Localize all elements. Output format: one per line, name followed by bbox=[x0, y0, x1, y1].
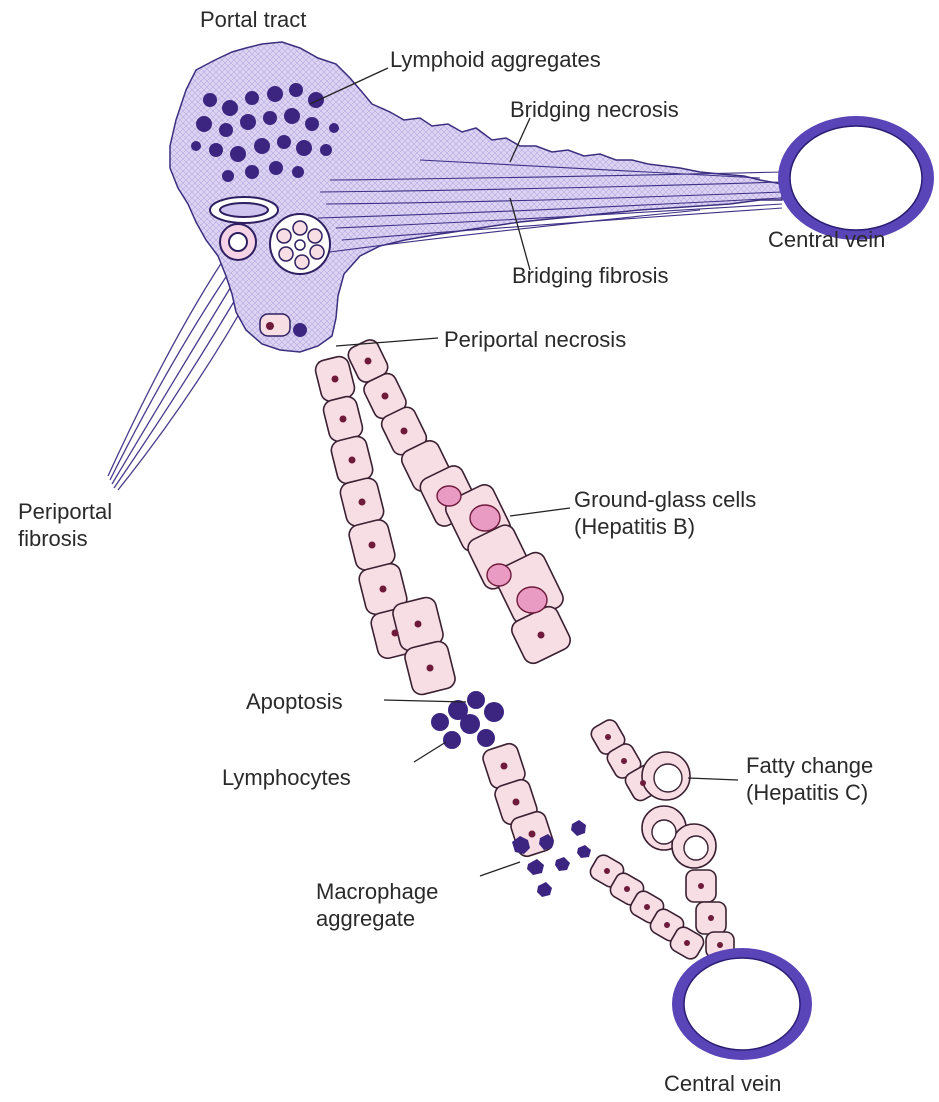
label-central-vein-top: Central vein bbox=[768, 226, 885, 253]
label-lymphoid-aggregates: Lymphoid aggregates bbox=[390, 46, 601, 73]
label-fatty-change: Fatty change (Hepatitis C) bbox=[746, 752, 873, 806]
label-periportal-fibrosis-line2: fibrosis bbox=[18, 525, 112, 552]
label-periportal-fibrosis-line1: Periportal bbox=[18, 498, 112, 525]
label-macrophage-line2: aggregate bbox=[316, 905, 438, 932]
label-fatty-change-line2: (Hepatitis C) bbox=[746, 779, 873, 806]
label-ground-glass-cells: Ground-glass cells (Hepatitis B) bbox=[574, 486, 756, 540]
label-macrophage-line1: Macrophage bbox=[316, 878, 438, 905]
label-bridging-necrosis: Bridging necrosis bbox=[510, 96, 679, 123]
label-central-vein-bottom: Central vein bbox=[664, 1070, 781, 1097]
label-periportal-necrosis: Periportal necrosis bbox=[444, 326, 626, 353]
label-ground-glass-line1: Ground-glass cells bbox=[574, 486, 756, 513]
label-fatty-change-line1: Fatty change bbox=[746, 752, 873, 779]
hepatocyte-plate-lower bbox=[588, 852, 707, 962]
apoptosis-lymphocytes-cluster bbox=[431, 691, 504, 749]
label-portal-tract: Portal tract bbox=[200, 6, 306, 33]
label-periportal-fibrosis: Periportal fibrosis bbox=[18, 498, 112, 552]
central-vein-bottom bbox=[672, 948, 812, 1060]
label-ground-glass-line2: (Hepatitis B) bbox=[574, 513, 756, 540]
central-vein-top bbox=[778, 116, 934, 240]
portal-tract bbox=[170, 42, 782, 352]
label-macrophage-aggregate: Macrophage aggregate bbox=[316, 878, 438, 932]
label-apoptosis: Apoptosis bbox=[246, 688, 343, 715]
label-lymphocytes: Lymphocytes bbox=[222, 764, 351, 791]
label-bridging-fibrosis: Bridging fibrosis bbox=[512, 262, 669, 289]
